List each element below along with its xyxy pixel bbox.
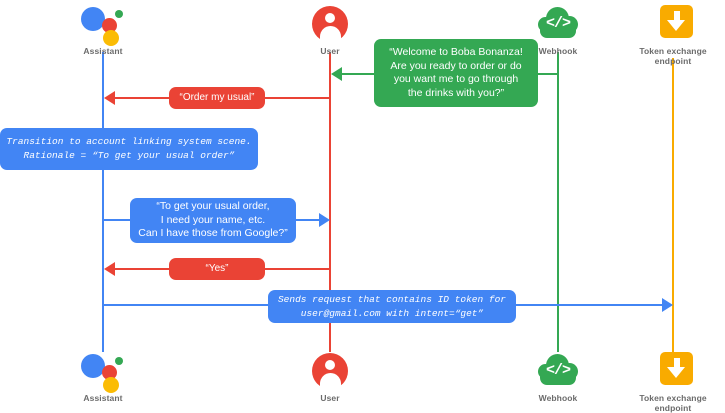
lifeline-assistant [102, 52, 104, 352]
cloud-shape: </> [538, 7, 578, 40]
user-head-shape [325, 360, 335, 370]
actor-foot-token-endpoint[interactable]: Token exchange endpoint [613, 350, 725, 413]
cloud-base [540, 22, 576, 38]
actor-foot-user[interactable]: User [270, 350, 390, 403]
actor-label-token-endpoint: Token exchange endpoint [639, 46, 707, 66]
actor-foot-assistant[interactable]: Assistant [43, 350, 163, 403]
assistant-yellow-dot [103, 377, 119, 393]
actor-foot-webhook[interactable]: </> Webhook [498, 350, 618, 403]
actor-label-user: User [320, 46, 340, 56]
token-arrow-stem [673, 358, 680, 369]
token-arrow-head [667, 20, 685, 31]
message-bubble-yes: “Yes” [169, 258, 265, 280]
actor-head-webhook[interactable]: </> Webhook [498, 3, 618, 56]
code-brackets-glyph: </> [545, 15, 571, 32]
actor-head-user[interactable]: User [270, 3, 390, 56]
lifeline-user [329, 52, 331, 352]
message-arrowhead-welcome [331, 67, 342, 81]
lifeline-token-endpoint [672, 58, 674, 352]
user-avatar-icon-bottom [270, 350, 390, 390]
user-avatar-icon [270, 3, 390, 43]
assistant-yellow-dot [103, 30, 119, 46]
cloud-code-icon: </> [498, 3, 618, 43]
assistant-blue-dot [81, 354, 105, 378]
assistant-red-dot [102, 365, 117, 380]
assistant-green-dot [115, 357, 123, 365]
google-assistant-icon-bottom [43, 350, 163, 393]
actor-head-token-endpoint[interactable]: Token exchange endpoint [613, 3, 725, 66]
actor-label-user-bottom: User [320, 393, 340, 403]
message-bubble-order-my-usual: “Order my usual” [169, 87, 265, 109]
download-box-icon [613, 3, 725, 43]
token-box-shape [660, 5, 693, 38]
message-arrowhead-need-your-name [319, 213, 330, 227]
message-text-order-my-usual: “Order my usual” [179, 92, 255, 103]
message-arrowhead-order-my-usual [104, 91, 115, 105]
user-head-shape [325, 13, 335, 23]
message-text-need-your-name: “To get your usual order, I need your na… [138, 200, 288, 240]
actor-label-token-endpoint-bottom: Token exchange endpoint [639, 393, 707, 413]
message-arrowhead-yes [104, 262, 115, 276]
token-arrow-head [667, 367, 685, 378]
lifeline-webhook [557, 52, 559, 352]
user-disc [312, 353, 348, 389]
message-arrowhead-sends-request [662, 298, 673, 312]
code-brackets-glyph: </> [545, 362, 571, 379]
download-box-icon-bottom [613, 350, 725, 390]
actor-label-assistant: Assistant [83, 46, 123, 56]
assistant-green-dot [115, 10, 123, 18]
user-disc [312, 6, 348, 42]
actor-head-assistant[interactable]: Assistant [43, 3, 163, 56]
message-bubble-sends-request: Sends request that contains ID token for… [268, 290, 516, 323]
message-text-sends-request: Sends request that contains ID token for… [277, 294, 507, 319]
token-box-slot [664, 33, 689, 36]
message-bubble-need-your-name: “To get your usual order, I need your na… [130, 198, 296, 243]
cloud-base [540, 369, 576, 385]
token-arrow-stem [673, 11, 680, 22]
assistant-red-dot [102, 18, 117, 33]
user-body-shape [319, 373, 341, 389]
message-bubble-transition-note: Transition to account linking system sce… [0, 128, 258, 170]
cloud-code-icon-bottom: </> [498, 350, 618, 390]
user-body-shape [319, 26, 341, 42]
message-text-yes: “Yes” [205, 263, 229, 274]
actor-label-webhook-bottom: Webhook [538, 393, 578, 403]
message-bubble-welcome: “Welcome to Boba Bonanza! Are you ready … [374, 39, 538, 107]
token-box-slot [664, 380, 689, 383]
message-text-welcome: “Welcome to Boba Bonanza! Are you ready … [389, 46, 523, 99]
token-box-shape [660, 352, 693, 385]
assistant-blue-dot [81, 7, 105, 31]
actor-label-webhook: Webhook [538, 46, 578, 56]
message-text-transition-note: Transition to account linking system sce… [6, 136, 252, 161]
cloud-shape: </> [538, 354, 578, 387]
google-assistant-icon [43, 3, 163, 46]
actor-label-assistant-bottom: Assistant [83, 393, 123, 403]
